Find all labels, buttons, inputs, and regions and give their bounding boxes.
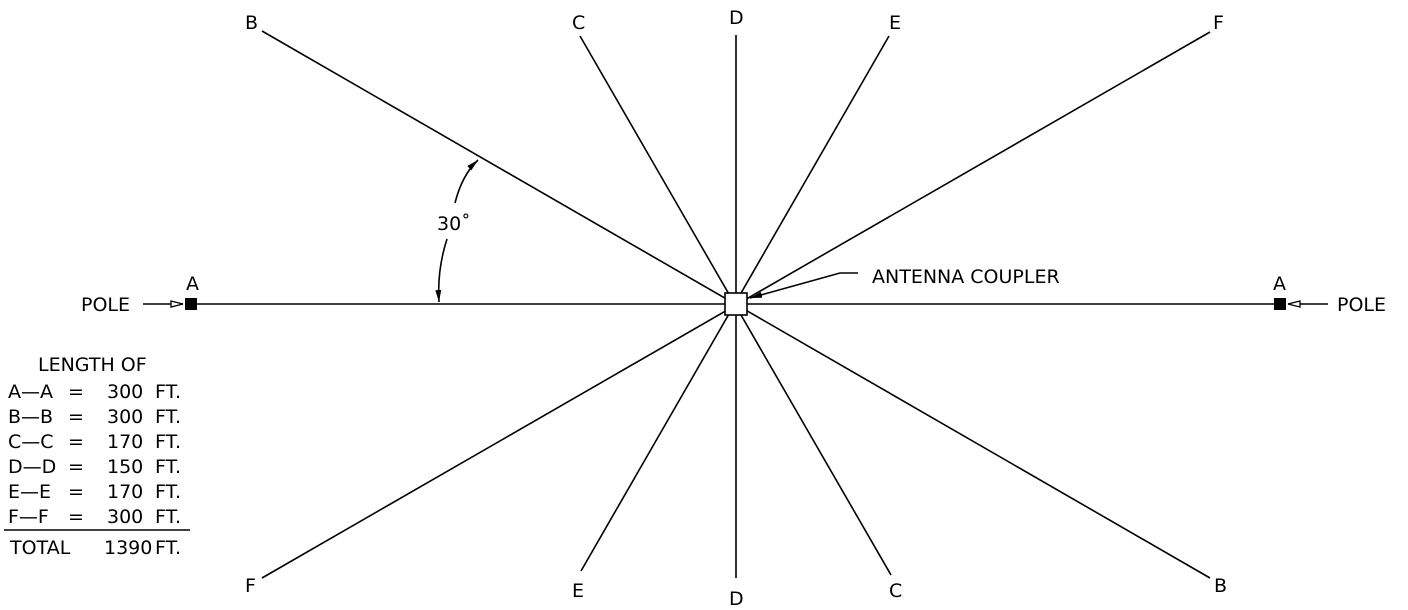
row-wire: A—A <box>8 381 53 403</box>
label-c-bottom: C <box>889 580 902 602</box>
angle-arc-upper <box>454 159 479 204</box>
coupler-leader <box>749 272 858 299</box>
pole-left-marker <box>185 298 197 310</box>
row-unit: FT. <box>155 456 181 478</box>
row-value: 150 <box>107 456 143 478</box>
label-e-bottom: E <box>572 580 584 602</box>
row-wire: B—B <box>8 406 53 428</box>
pole-right-marker <box>1274 298 1286 310</box>
row-wire: C—C <box>8 431 54 453</box>
row-unit: FT. <box>155 406 181 428</box>
label-c-top: C <box>572 12 585 34</box>
row-eq: = <box>68 456 84 478</box>
label-b-bottom: B <box>1214 575 1227 597</box>
length-table-title: LENGTH OF <box>38 354 147 376</box>
label-f-top: F <box>1213 12 1224 34</box>
label-d-bottom: D <box>729 588 744 610</box>
row-value: 300 <box>107 506 143 528</box>
label-e-top: E <box>889 12 901 34</box>
row-unit: FT. <box>155 381 181 403</box>
angle-arc-lower <box>435 238 448 303</box>
pole-left-label: POLE <box>81 294 130 316</box>
row-value: 300 <box>107 381 143 403</box>
row-unit: FT. <box>155 431 181 453</box>
label-f-bottom: F <box>245 575 256 597</box>
row-eq: = <box>68 406 84 428</box>
row-value: 170 <box>107 481 143 503</box>
label-a-left: A <box>186 273 199 295</box>
row-unit: FT. <box>155 481 181 503</box>
row-wire: E—E <box>8 481 51 503</box>
row-wire: F—F <box>8 506 49 528</box>
label-b-top: B <box>245 12 258 34</box>
angle-label: 30˚ <box>437 213 471 235</box>
length-table: LENGTH OF A—A = 300 FT. B—B = 300 FT. C—… <box>4 354 190 559</box>
row-eq: = <box>68 506 84 528</box>
row-wire: D—D <box>8 456 56 478</box>
row-value: 170 <box>107 431 143 453</box>
row-eq: = <box>68 381 84 403</box>
antenna-coupler <box>724 292 748 316</box>
label-d-top: D <box>729 7 744 29</box>
total-value: 1390 <box>104 537 152 559</box>
row-eq: = <box>68 431 84 453</box>
row-value: 300 <box>107 406 143 428</box>
pole-right-label: POLE <box>1337 294 1386 316</box>
row-unit: FT. <box>155 506 181 528</box>
antenna-coupler-label: ANTENNA COUPLER <box>872 266 1060 288</box>
total-unit: FT. <box>155 537 181 559</box>
total-label: TOTAL <box>9 537 71 559</box>
label-a-right: A <box>1273 273 1286 295</box>
row-eq: = <box>68 481 84 503</box>
